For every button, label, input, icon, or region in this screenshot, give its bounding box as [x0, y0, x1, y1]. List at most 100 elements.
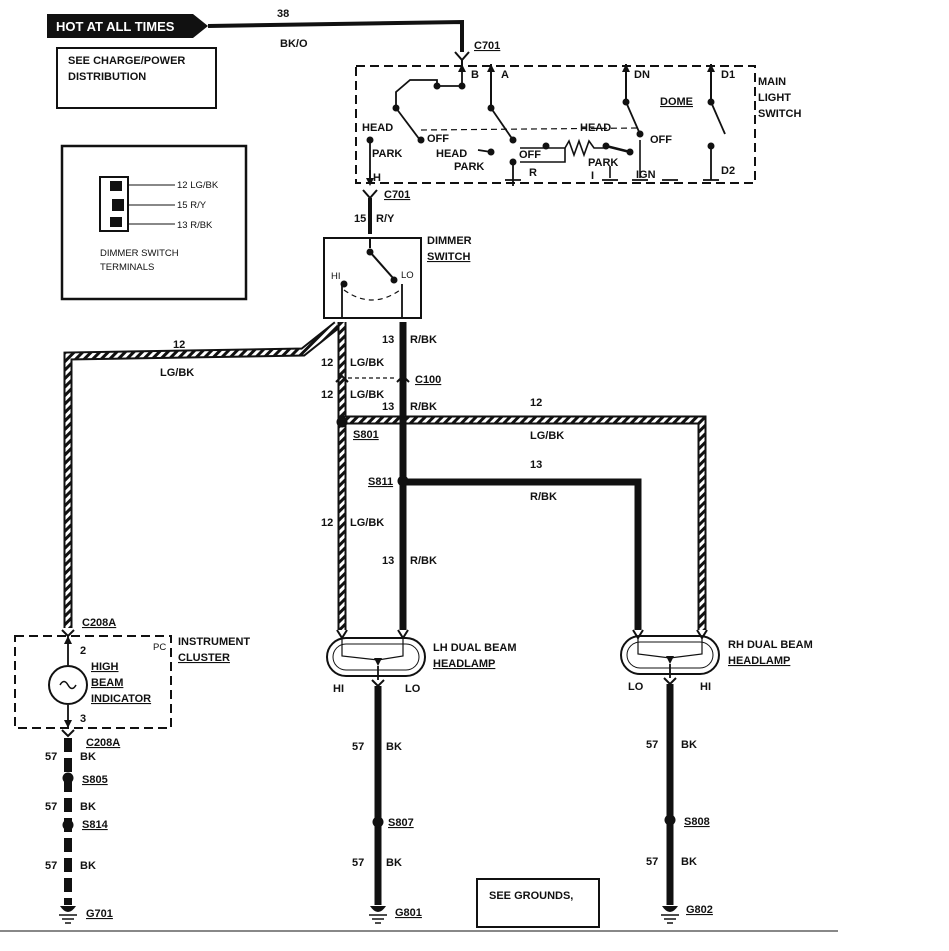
- instrument-cluster: C208A PC 2 3 HIGH BEAM INDICATOR INSTRUM…: [14, 617, 250, 749]
- lh-headlamp: LH DUAL BEAM HEADLAMP HI LO: [326, 629, 517, 695]
- lo-wire-color-1: R/BK: [410, 334, 437, 346]
- lh-gnd-circuit-1: 57: [352, 741, 364, 753]
- cluster-gnd-circuit-1: 57: [45, 751, 57, 763]
- s805-label: S805: [82, 774, 108, 786]
- head-label-1: HEAD: [362, 122, 393, 134]
- terminal-12-lgbk: 12 LG/BK: [177, 180, 219, 191]
- rh-gnd-circuit-1: 57: [646, 739, 658, 751]
- term-ign: IGN: [636, 169, 656, 181]
- charge-box-line-1: SEE CHARGE/POWER: [68, 55, 185, 67]
- lh-lo: LO: [405, 683, 421, 695]
- high-beam-bulb-icon: [48, 665, 88, 705]
- cluster-title-2: CLUSTER: [178, 652, 230, 664]
- rh-hi-wire-circuit: 12: [530, 397, 542, 409]
- term-i: I: [591, 170, 594, 182]
- main-switch-title-3: SWITCH: [758, 108, 801, 120]
- indicator-label-3: INDICATOR: [91, 693, 151, 705]
- term-a: A: [501, 69, 509, 81]
- park-label-2: PARK: [454, 161, 484, 173]
- cluster-gnd-circuit-2: 57: [45, 801, 57, 813]
- rh-title-1: RH DUAL BEAM: [728, 639, 813, 651]
- hi-wire-color-3: LG/BK: [350, 517, 384, 529]
- rh-gnd-color-2: BK: [681, 856, 697, 868]
- head-label-3: HEAD: [580, 122, 611, 134]
- rh-lo: LO: [628, 681, 644, 693]
- cluster-pc: PC: [153, 642, 166, 653]
- term-d1: D1: [721, 69, 735, 81]
- cluster-gnd-circuit-3: 57: [45, 860, 57, 872]
- c701-bottom-label: C701: [384, 189, 410, 201]
- cluster-title-1: INSTRUMENT: [178, 636, 250, 648]
- g802-label: G802: [686, 904, 713, 916]
- lh-gnd-color-2: BK: [386, 857, 402, 869]
- term-r: R: [529, 167, 537, 179]
- rh-headlamp: RH DUAL BEAM HEADLAMP LO HI: [620, 629, 813, 693]
- terminals-caption-2: TERMINALS: [100, 262, 154, 273]
- lo-wire-circuit-1: 13: [382, 334, 394, 346]
- dimmer-switch: HI LO DIMMER SWITCH: [323, 235, 472, 319]
- main-light-switch: C701 B A DN D1 HEAD OFF PARK HEAD OFF: [355, 40, 801, 186]
- term-d2: D2: [721, 165, 735, 177]
- indicator-label-1: HIGH: [91, 661, 119, 673]
- hi-wire-circuit-2: 12: [321, 389, 333, 401]
- terminals-caption-1: DIMMER SWITCH: [100, 248, 179, 259]
- hi-wire-color-2: LG/BK: [350, 389, 384, 401]
- wire-15-circuit: 15: [354, 213, 366, 225]
- s807-label: S807: [388, 817, 414, 829]
- hot-at-all-times-label: HOT AT ALL TIMES: [47, 14, 208, 38]
- s801-label: S801: [353, 429, 379, 441]
- c208a-top-label: C208A: [82, 617, 116, 629]
- lh-gnd-circuit-2: 57: [352, 857, 364, 869]
- off-label-3: OFF: [650, 134, 672, 146]
- dimmer-title-1: DIMMER: [427, 235, 472, 247]
- charge-box-line-2: DISTRIBUTION: [68, 71, 146, 83]
- cluster-gnd-color-3: BK: [80, 860, 96, 872]
- cluster-gnd-color-2: BK: [80, 801, 96, 813]
- lh-title-1: LH DUAL BEAM: [433, 642, 517, 654]
- g701-label: G701: [86, 908, 113, 920]
- hi-wire-circuit-3: 12: [321, 517, 333, 529]
- cluster-gnd-color-1: BK: [80, 751, 96, 763]
- main-switch-title-1: MAIN: [758, 76, 786, 88]
- lo-wire-color-2: R/BK: [410, 401, 437, 413]
- rh-title-2: HEADLAMP: [728, 655, 790, 667]
- lo-wire-color-3: R/BK: [410, 555, 437, 567]
- hi-wire-color-1: LG/BK: [350, 357, 384, 369]
- wire-12-lgbk-rh: [342, 415, 707, 630]
- off-label-1: OFF: [427, 133, 449, 145]
- wire-38-circuit: 38: [277, 8, 289, 20]
- see-charge-power-box: SEE CHARGE/POWER DISTRIBUTION: [56, 47, 217, 109]
- lh-hi: HI: [333, 683, 344, 695]
- wire-38-bko: [207, 19, 464, 52]
- lo-wire-circuit-2: 13: [382, 401, 394, 413]
- lo-wire-circuit-3: 13: [382, 555, 394, 567]
- dimmer-hi: HI: [331, 271, 341, 282]
- off-label-2: OFF: [519, 149, 541, 161]
- lh-title-2: HEADLAMP: [433, 658, 495, 670]
- wire-38-color: BK/O: [280, 38, 308, 50]
- terminal-13-rbk: 13 R/BK: [177, 220, 213, 231]
- rh-hi: HI: [700, 681, 711, 693]
- dimmer-terminals-inset: 12 LG/BK 15 R/Y 13 R/BK DIMMER SWITCH TE…: [60, 144, 248, 301]
- main-switch-title-2: LIGHT: [758, 92, 791, 104]
- ground-g802: G802: [661, 904, 713, 924]
- grounds-box-text: SEE GROUNDS,: [489, 890, 573, 902]
- wire-12-lgbk-cluster: [63, 321, 340, 628]
- terminal-15-ry: 15 R/Y: [177, 200, 207, 211]
- indicator-label-2: BEAM: [91, 677, 123, 689]
- cluster-pin-2: 2: [80, 645, 86, 657]
- c100-label: C100: [415, 374, 441, 386]
- cluster-pin-3: 3: [80, 713, 86, 725]
- dimmer-lo: LO: [401, 270, 414, 281]
- cluster-wire-circuit: 12: [173, 339, 185, 351]
- dimmer-title-2: SWITCH: [427, 251, 470, 263]
- ground-g801: G801: [369, 906, 422, 924]
- park-label-3: PARK: [588, 157, 618, 169]
- rh-hi-wire-color: LG/BK: [530, 430, 564, 442]
- cluster-wire-color: LG/BK: [160, 367, 194, 379]
- see-grounds-box: SEE GROUNDS,: [476, 878, 600, 928]
- hi-wire-circuit-1: 12: [321, 357, 333, 369]
- s808-label: S808: [684, 816, 710, 828]
- s801-splice: [336, 416, 348, 428]
